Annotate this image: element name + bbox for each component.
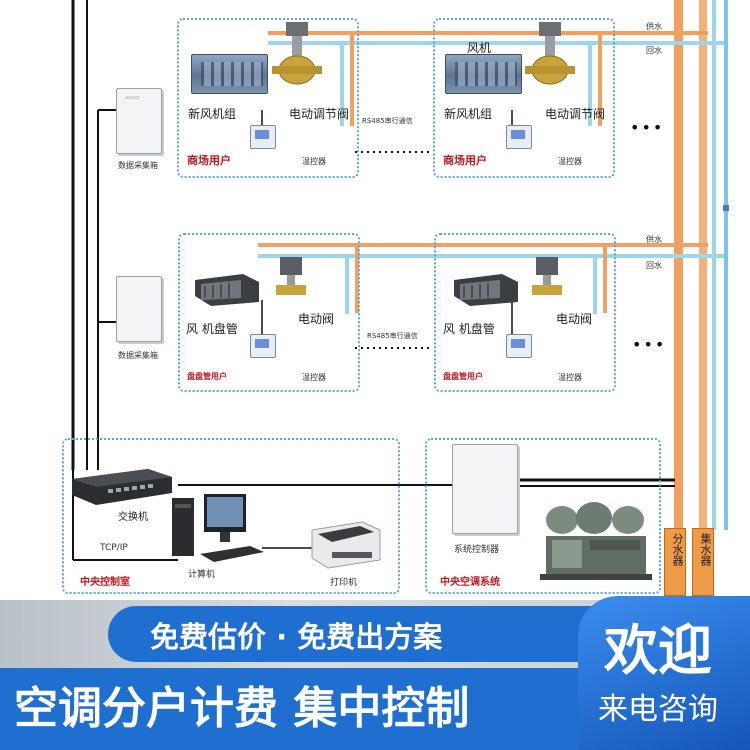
continuation-dots: ••• [632,335,667,354]
banner-tagline: 免费估价 · 免费出方案 [150,620,443,654]
banner-call-button[interactable]: 来电咨询 [598,692,718,727]
computer-label: 计算机 [188,570,216,580]
thermostat-icon [250,334,276,358]
motorized-valve-icon [525,22,575,85]
user-label-2: 商场用户 [443,154,487,167]
computer-icon [172,494,264,562]
thermostat-icon [250,125,276,149]
network-switch-icon [72,469,172,505]
valve-label-4: 电动阀 [556,312,593,326]
banner-welcome-panel [578,596,750,750]
ahu-label-1: 新风机组 [188,107,237,121]
motorized-valve-icon [532,257,562,295]
thermostat-label-2: 温控器 [558,157,582,166]
floor2-unit-1-frame [178,233,360,392]
fan-coil-icon [195,274,259,306]
banner-headline: 空调分户计费 集中控制 [14,683,470,734]
data-collector-box-2 [116,276,162,342]
thermostat-label-1: 温控器 [302,157,326,166]
thermostat-label-4: 温控器 [558,373,582,382]
motorized-valve-icon [272,22,322,85]
floor1-unit-1-frame [177,18,359,178]
floor2-unit-2-frame [434,233,616,392]
chiller-icon [540,502,652,580]
ac-system-title: 中央空调系统 [440,577,500,588]
switch-label: 交换机 [118,512,148,523]
return-pipe-label-1: 回水 [646,46,662,55]
continuation-dots: ••• [630,118,665,137]
fan-coil-icon [454,274,518,306]
printer-icon [311,521,381,569]
coil-label-1: 风 机盘管 [186,322,238,336]
banner-welcome: 欢迎 [604,619,712,682]
ahu-label-2: 新风机组 [444,107,493,121]
data-collector-label-1: 数据采集箱 [118,161,158,170]
thermostat-icon [506,334,532,358]
coil-label-2: 风 机盘管 [443,322,495,336]
control-room-title: 中央控制室 [80,577,130,588]
fresh-air-unit-2 [445,54,522,94]
valve-label-1: 电动调节阀 [289,107,350,121]
system-controller-box [452,444,518,534]
pipe-network [71,0,729,561]
data-collector-label-2: 数据采集箱 [118,351,158,360]
printer-label: 打印机 [330,578,358,588]
valve-label-3: 电动阀 [298,312,335,326]
return-pipe-label-2: 回水 [646,261,662,270]
valve-label-2: 电动调节阀 [545,107,606,121]
fresh-air-unit-1 [191,54,268,94]
water-divider-label: 分水器 [671,533,684,566]
fan-label: 风机 [467,41,492,55]
water-collector-label: 集水器 [699,533,712,566]
banner-tagline-band [108,606,592,662]
motorized-valve-icon [276,257,306,295]
user-label-1: 商场用户 [187,154,231,167]
control-room-frame [62,438,400,594]
ac-system-frame [425,438,661,594]
user-label-3: 盘盘管用户 [187,372,227,381]
rs485-label-2: RS485串行通信 [367,332,418,340]
floor1-unit-2-frame [433,18,615,178]
supply-pipe-label-1: 供水 [646,22,662,31]
user-label-4: 盘盘管用户 [443,372,483,381]
thermostat-icon [506,125,532,149]
supply-pipe-label-2: 供水 [646,235,662,244]
water-collector: 集水器 [692,528,714,596]
rs485-label-1: RS485串行通信 [362,117,413,125]
tcpip-label: TCP/IP [100,543,128,553]
data-collector-box-1: ▭▭▭ [116,88,162,154]
system-controller-label: 系统控制器 [454,545,500,555]
thermostat-label-3: 温控器 [302,373,326,382]
water-divider: 分水器 [664,528,686,596]
